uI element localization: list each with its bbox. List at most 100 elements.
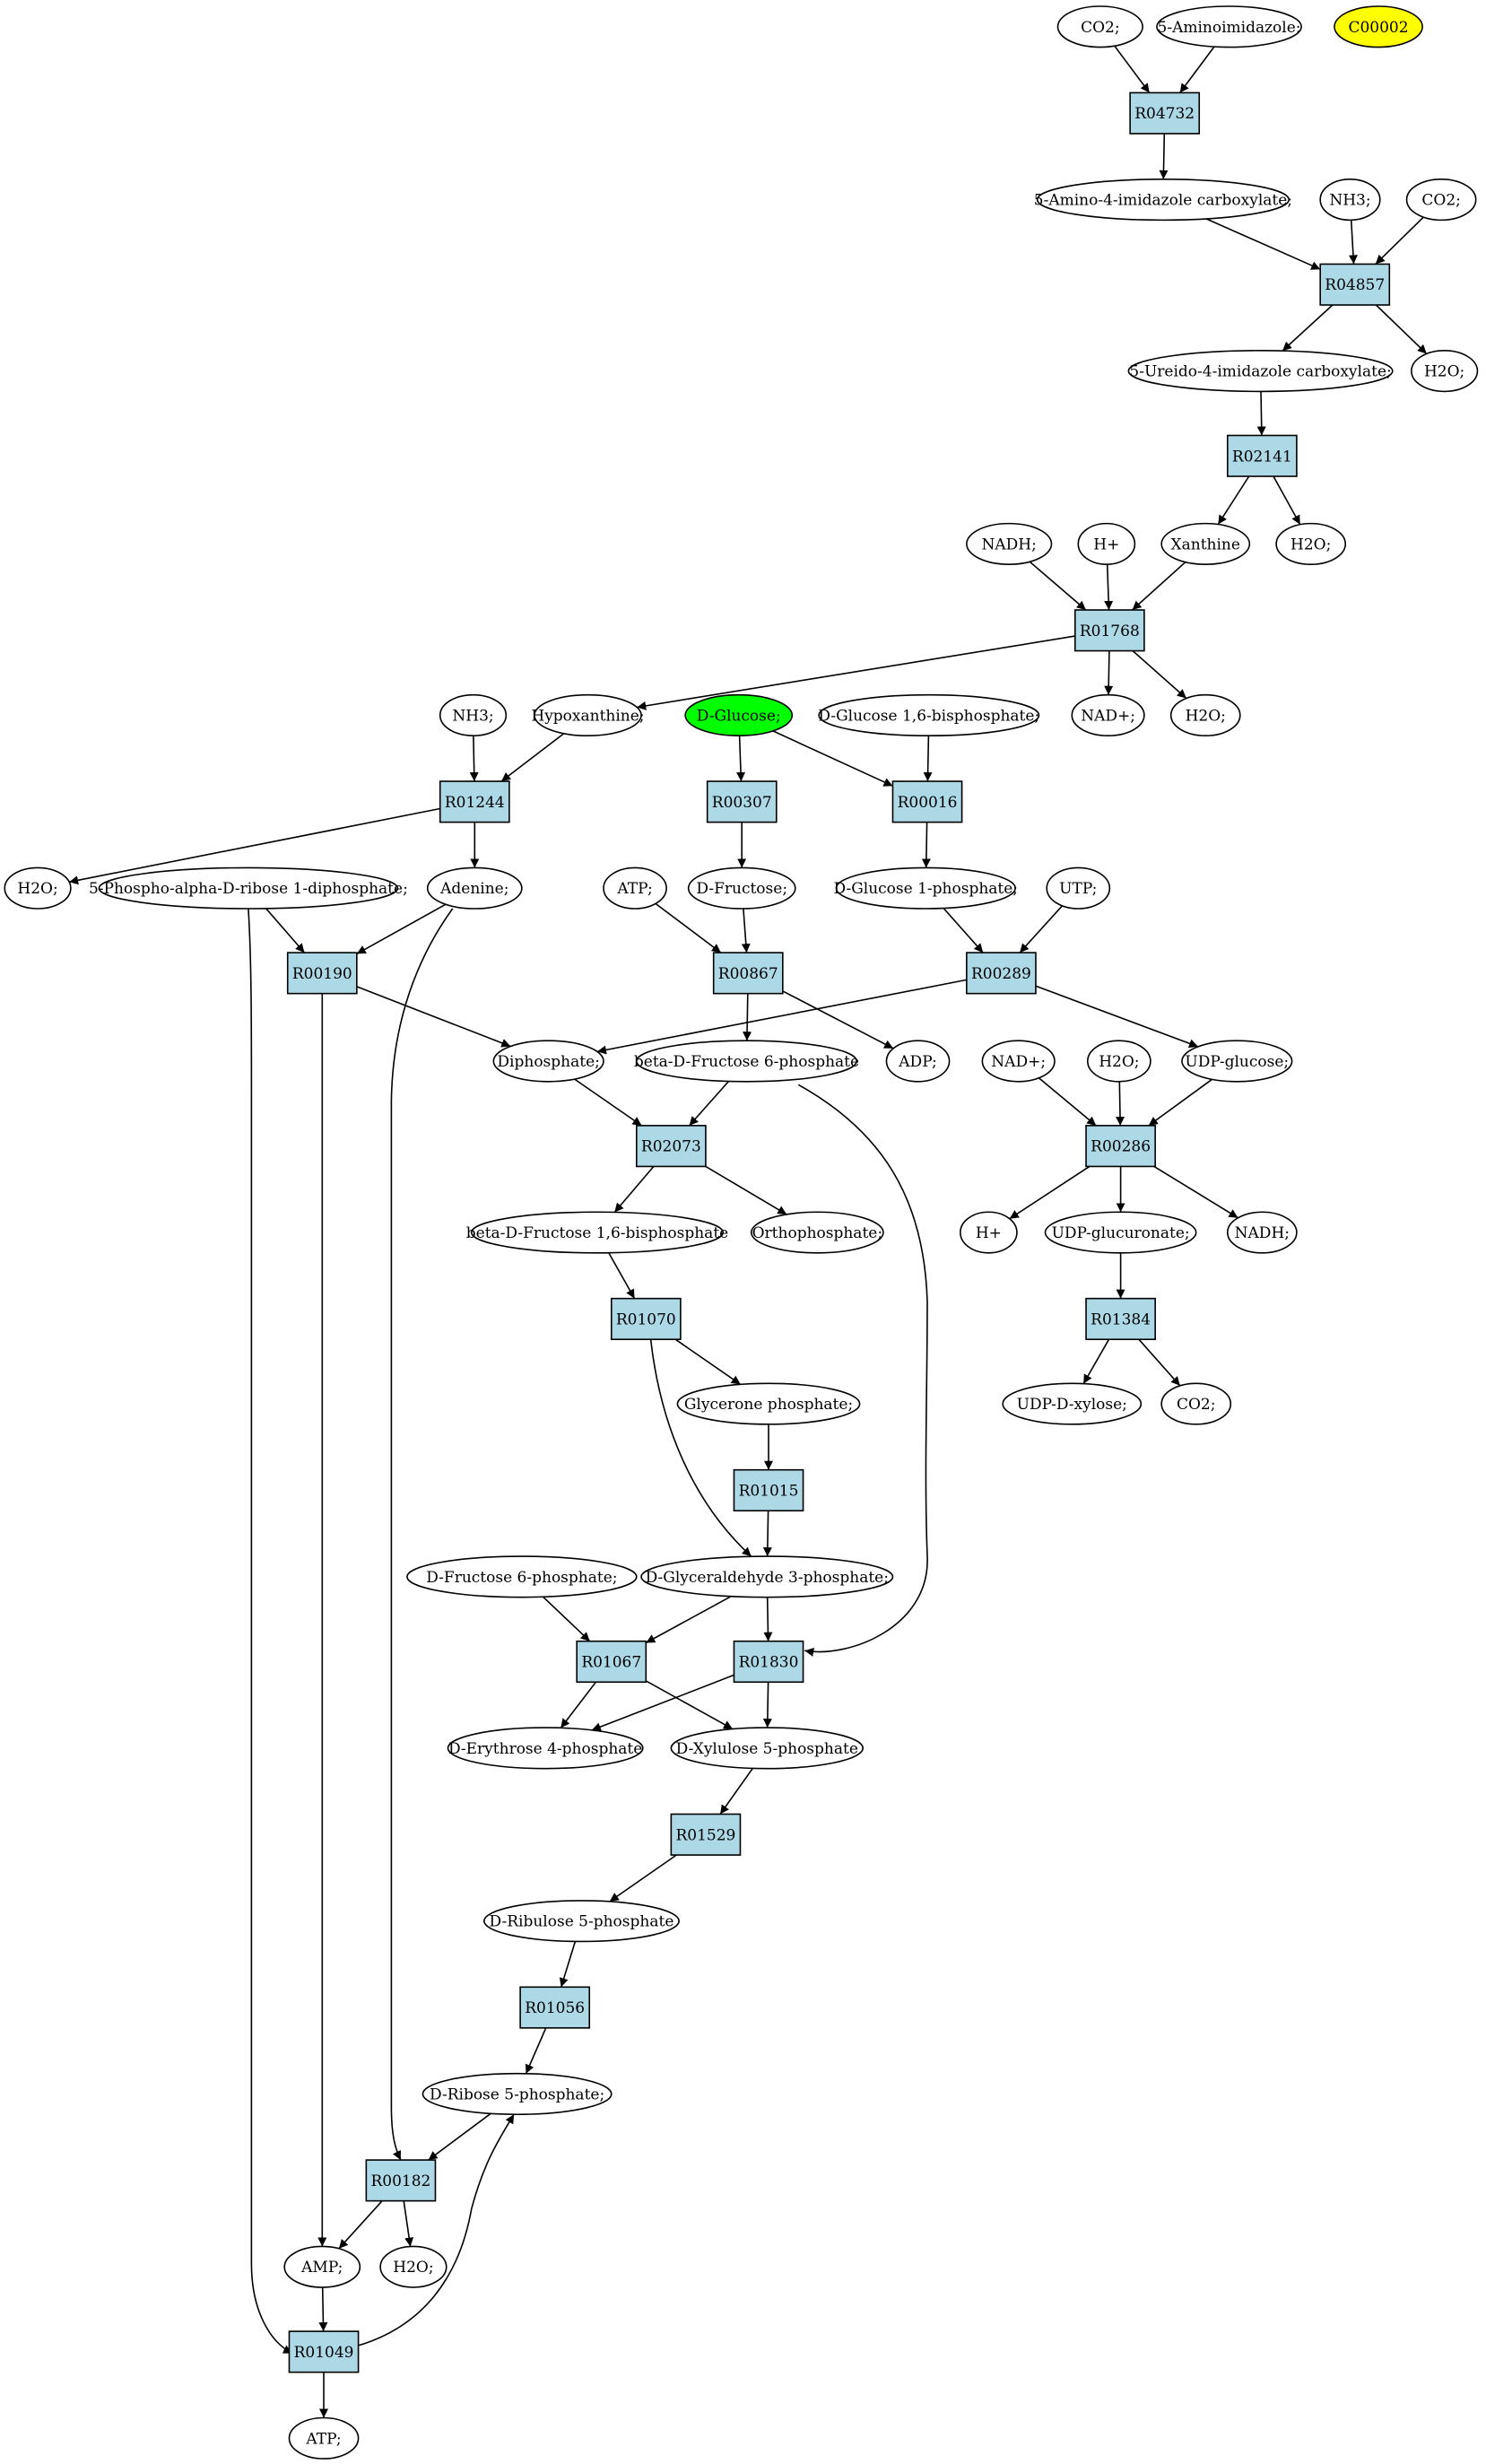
compound-node-h2o_e[interactable]: H2O; [1086, 1040, 1151, 1083]
compound-node-hplus_a[interactable]: H+ [1077, 522, 1136, 565]
reaction-node-r00016[interactable]: R00016 [891, 780, 963, 823]
reaction-node-r00190[interactable]: R00190 [286, 952, 358, 995]
edge-prpp-to-r01049 [248, 908, 293, 2355]
compound-node-udpglucose[interactable]: UDP-glucose; [1181, 1040, 1293, 1083]
compound-ellipse [684, 693, 794, 737]
compound-node-glyceronep[interactable]: Glycerone phosphate; [676, 1382, 861, 1425]
compound-ellipse [1077, 522, 1136, 565]
node-label: R01529 [675, 1826, 735, 1844]
compound-node-orthophosphate[interactable]: Orthophosphate; [750, 1211, 884, 1254]
edge-r01768-to-nadplus_a [1104, 650, 1114, 695]
compound-node-aminoimidazole[interactable]: 5-Aminoimidazole; [1156, 5, 1302, 48]
compound-node-h2o_b[interactable]: H2O; [1275, 522, 1347, 565]
compound-node-nadh_a[interactable]: NADH; [966, 522, 1053, 565]
compound-node-dg3p[interactable]: D-Glyceraldehyde 3-phosphate; [640, 1555, 894, 1598]
reaction-node-r02073[interactable]: R02073 [636, 1125, 707, 1168]
node-label: UDP-D-xylose; [1017, 1396, 1127, 1414]
node-label: CO2; [1421, 192, 1461, 210]
reaction-node-r00307[interactable]: R00307 [706, 780, 778, 823]
reaction-node-r01049[interactable]: R01049 [288, 2330, 360, 2373]
edge-bdf6p-to-r02073 [689, 1080, 730, 1127]
reaction-node-r01070[interactable]: R01070 [610, 1297, 682, 1341]
compound-node-co2_b[interactable]: CO2; [1405, 178, 1477, 222]
compound-node-amp[interactable]: AMP; [283, 2245, 361, 2288]
reaction-node-r00182[interactable]: R00182 [365, 2159, 437, 2202]
compound-node-co2_a[interactable]: CO2; [1056, 5, 1143, 48]
reaction-node-r00867[interactable]: R00867 [712, 952, 784, 995]
reaction-node-r01015[interactable]: R01015 [733, 1468, 804, 1512]
compound-node-nh3_b[interactable]: NH3; [439, 693, 508, 737]
compound-node-co2_c[interactable]: CO2; [1160, 1382, 1232, 1425]
reaction-node-r01384[interactable]: R01384 [1085, 1297, 1156, 1341]
reaction-node-r00286[interactable]: R00286 [1085, 1125, 1156, 1168]
reaction-node-r00289[interactable]: R00289 [966, 952, 1037, 995]
node-label: R01768 [1080, 623, 1140, 640]
reaction-node-r02141[interactable]: R02141 [1226, 434, 1298, 477]
node-label: R04857 [1325, 276, 1385, 294]
node-label: Orthophosphate; [752, 1224, 882, 1242]
edge-r01529-to-dru5p [609, 1854, 677, 1902]
reaction-node-r01067[interactable]: R01067 [576, 1640, 647, 1684]
reaction-node-r01768[interactable]: R01768 [1073, 609, 1145, 652]
compound-node-dg16bp[interactable]: D-Glucose 1,6-bisphosphate; [818, 693, 1040, 737]
compound-node-de4p[interactable]: D-Erythrose 4-phosphate [447, 1727, 644, 1770]
compound-node-bdf16bp[interactable]: beta-D-Fructose 1,6-bisphosphate [466, 1211, 728, 1254]
compound-node-aic[interactable]: 5-Amino-4-imidazole carboxylate; [1034, 178, 1292, 222]
compound-node-xanthine[interactable]: Xanthine [1160, 522, 1251, 565]
compound-node-nadh_b[interactable]: NADH; [1226, 1211, 1298, 1254]
compound-node-prpp[interactable]: 5-Phospho-alpha-D-ribose 1-diphosphate; [89, 866, 408, 910]
compound-node-nadplus_a[interactable]: NAD+; [1071, 693, 1145, 737]
compound-ellipse [470, 1211, 724, 1254]
compound-node-adp[interactable]: ADP; [885, 1040, 951, 1083]
reaction-node-r01056[interactable]: R01056 [519, 1986, 591, 2029]
node-label: Xanthine [1171, 535, 1240, 553]
edge-nh3_a-to-r04857 [1348, 220, 1358, 265]
compound-node-nh3_a[interactable]: NH3; [1319, 178, 1381, 222]
compound-ellipse [750, 1211, 884, 1254]
compound-node-c00002[interactable]: C00002 [1334, 5, 1423, 48]
reaction-node-r01830[interactable]: R01830 [733, 1640, 804, 1684]
compound-node-hypoxanthine[interactable]: Hypoxanthine; [531, 693, 645, 737]
compound-node-dg1p[interactable]: D-Glucose 1-phosphate; [834, 866, 1019, 910]
compound-node-h2o_d[interactable]: H2O; [4, 866, 72, 910]
compound-node-dr5p[interactable]: D-Ribose 5-phosphate; [421, 2072, 613, 2116]
reaction-node-r01529[interactable]: R01529 [670, 1813, 742, 1856]
edge-r01067-to-dx5p [645, 1680, 734, 1730]
node-label: R01384 [1091, 1310, 1151, 1328]
reaction-box [365, 2159, 437, 2202]
compound-node-atp_b[interactable]: ATP; [288, 2416, 360, 2460]
compound-ellipse [1411, 350, 1479, 393]
edge-h2o_e-to-r00286 [1116, 1081, 1125, 1126]
reaction-node-r04732[interactable]: R04732 [1129, 91, 1201, 135]
node-label: NH3; [452, 707, 493, 725]
node-label: CO2; [1081, 19, 1120, 37]
compound-node-h2o_a[interactable]: H2O; [1411, 350, 1479, 393]
compound-node-adenine[interactable]: Adenine; [426, 866, 523, 910]
compound-node-dru5p[interactable]: D-Ribulose 5-phosphate [483, 1900, 680, 1943]
compound-node-atp_a[interactable]: ATP; [603, 866, 667, 910]
compound-node-dglucose[interactable]: D-Glucose; [684, 693, 794, 737]
compound-node-hplus_b[interactable]: H+ [960, 1211, 1018, 1254]
compound-node-udpxylose[interactable]: UDP-D-xylose; [1002, 1382, 1143, 1425]
compound-node-dx5p[interactable]: D-Xylulose 5-phosphate [670, 1727, 864, 1770]
compound-node-h2o_c[interactable]: H2O; [1169, 693, 1241, 737]
compound-node-udpglucuronate[interactable]: UDP-glucuronate; [1044, 1211, 1197, 1254]
edge-uic-to-r02141 [1256, 391, 1266, 436]
compound-ellipse [966, 522, 1053, 565]
compound-ellipse [1160, 522, 1251, 565]
edge-r01384-to-udpxylose [1082, 1338, 1110, 1384]
reaction-node-r04857[interactable]: R04857 [1319, 263, 1391, 306]
compound-node-df6p[interactable]: D-Fructose 6-phosphate; [406, 1555, 638, 1598]
compound-node-uic[interactable]: 5-Ureido-4-imidazole carboxylate; [1127, 350, 1394, 393]
compound-node-nadplus_b[interactable]: NAD+; [981, 1040, 1056, 1083]
edge-utp-to-r00289 [1019, 905, 1064, 953]
compound-node-dfructose[interactable]: D-Fructose; [687, 866, 796, 910]
compound-node-h2o_f[interactable]: H2O; [379, 2245, 448, 2288]
node-label: C00002 [1348, 19, 1408, 37]
edge-dx5p-to-r01529 [719, 1767, 753, 1815]
compound-node-bdf6p[interactable]: beta-D-Fructose 6-phosphate [634, 1040, 859, 1083]
reaction-node-r01244[interactable]: R01244 [439, 780, 510, 823]
compound-node-utp[interactable]: UTP; [1046, 866, 1111, 910]
node-label: Glycerone phosphate; [684, 1396, 853, 1414]
compound-node-diphosphate[interactable]: Diphosphate; [492, 1040, 604, 1083]
